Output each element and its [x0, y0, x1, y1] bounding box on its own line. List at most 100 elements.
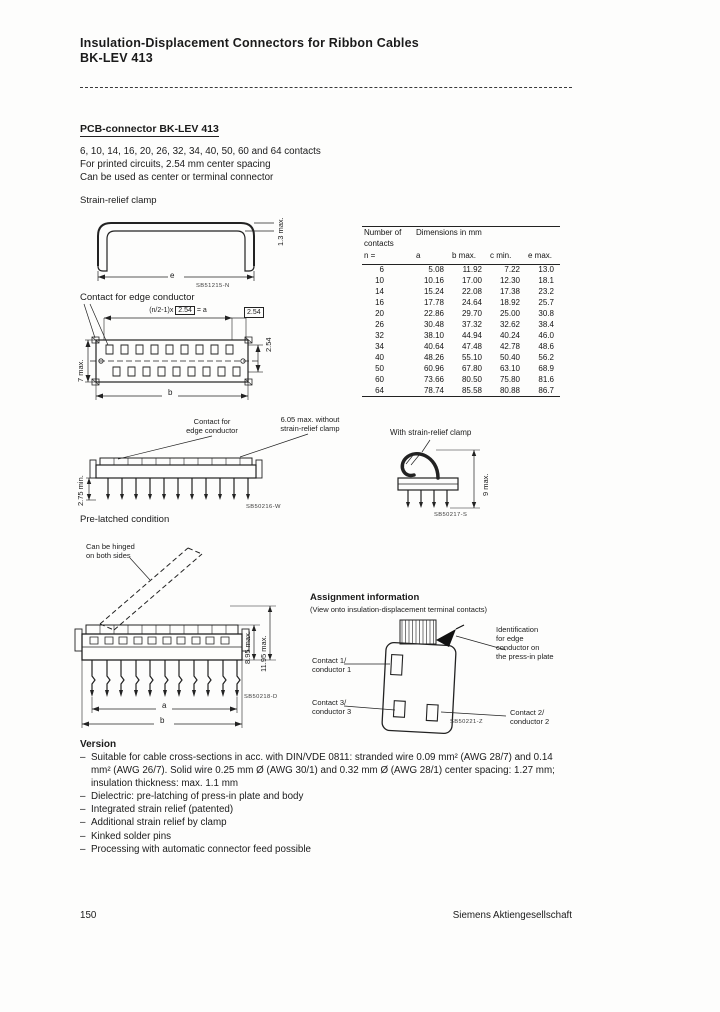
section-heading-pcb-connector: PCB-connector BK-LEV 413 [80, 119, 219, 137]
table-cell: 13.0 [538, 264, 554, 274]
table-cell: 22.08 [461, 286, 482, 296]
doc-title-line2: BK-LEV 413 [80, 51, 153, 65]
bullet-text: Dielectric: pre-latching of press-in pla… [91, 790, 304, 802]
table-cell: 15.24 [423, 286, 444, 296]
bullet-dash: – [80, 790, 86, 802]
assignment-contact1-label: Contact 1/ conductor 1 [312, 656, 352, 674]
formula-suffix: = a [196, 307, 207, 314]
table-cell: 17.00 [461, 275, 482, 285]
intro-line-circuits: For printed circuits, 2.54 mm center spa… [80, 159, 271, 170]
table-cell: 80.50 [461, 374, 482, 384]
bullet-text: Kinked solder pins [91, 830, 172, 842]
table-cell: 17.38 [499, 286, 520, 296]
table-cell: 22.86 [423, 308, 444, 318]
table-cell: 12.30 [499, 275, 520, 285]
side-view-drawing-number: SB50216-W [246, 504, 281, 510]
table-cell: 73.66 [423, 374, 444, 384]
table-cell: 7.22 [504, 264, 520, 274]
side-view-without-clamp-label: 6.05 max. without strain-relief clamp [280, 415, 340, 433]
table-cell: 68.9 [538, 363, 554, 373]
table-cell: 18.92 [499, 297, 520, 307]
prelatched-drawing-number: SB50218-D [244, 694, 278, 700]
edge-dim-width-label: b [168, 388, 173, 397]
table-cell: 50 [375, 363, 384, 373]
formula-prefix: (n/2-1)x [149, 307, 174, 314]
side-view-edge-label: Contact for edge conductor [186, 417, 238, 435]
table-cell: 23.2 [538, 286, 554, 296]
table-cell: 10.16 [423, 275, 444, 285]
assignment-heading: Assignment information [310, 592, 420, 603]
table-cell: 30.8 [538, 308, 554, 318]
version-bullet: –Suitable for cable cross-sections in ac… [80, 752, 572, 790]
intro-line-contacts: 6, 10, 14, 16, 20, 26, 32, 34, 40, 50, 6… [80, 146, 321, 157]
strain-relief-clamp-drawing [97, 222, 274, 281]
col-header-c: c min. [488, 250, 526, 265]
with-clamp-drawing-number: SB50217-S [434, 512, 468, 518]
table-cell: 37.32 [461, 319, 482, 329]
col-header-e: e max. [526, 250, 560, 265]
intro-line-usage: Can be used as center or terminal connec… [80, 172, 274, 183]
table-cell: 47.48 [461, 341, 482, 351]
table-column-header-row: n = a b max. c min. e max. [362, 250, 560, 265]
bullet-dash: – [80, 804, 86, 816]
table-cell: 80.88 [499, 385, 520, 395]
table-cell: 64 [375, 385, 384, 395]
table-cell: 30.48 [423, 319, 444, 329]
col-header-a: a [414, 250, 450, 265]
table-cell: 14 [375, 286, 384, 296]
edge-dim-height-label: 7 max. [76, 359, 85, 382]
table-cell: 34 [375, 341, 384, 351]
assignment-subheading: (View onto insulation-displacement termi… [310, 605, 488, 614]
table-cell: 26 [375, 319, 384, 329]
table-cell: 42.78 [499, 341, 520, 351]
prelatched-dim-b-label: b [160, 716, 165, 725]
bullet-dash: – [80, 817, 86, 829]
bullet-text: Additional strain relief by clamp [91, 817, 227, 829]
assignment-contact3-label: Contact 3/ conductor 3 [312, 698, 352, 716]
pcb-heading-text: PCB-connector BK-LEV 413 [80, 123, 219, 137]
bullet-dash: – [80, 752, 86, 763]
side-view-without-clamp-drawing [86, 433, 309, 501]
table-cell: 29.70 [461, 308, 482, 318]
bullet-text: Processing with automatic connector feed… [91, 844, 312, 856]
doc-header: Insulation-Displacement Connectors for R… [80, 36, 419, 66]
table-cell: 75.80 [499, 374, 520, 384]
table-cell: 85.58 [461, 385, 482, 395]
doc-title-line1: Insulation-Displacement Connectors for R… [80, 36, 419, 50]
table-cell: 5.08 [428, 264, 444, 274]
table-cell: 55.10 [461, 352, 482, 362]
bullet-text: Suitable for cable cross-sections in acc… [91, 752, 555, 789]
table-cell: 48.26 [423, 352, 444, 362]
prelatched-heading: Pre-latched condition [80, 514, 170, 525]
formula-boxed: 2.54 [175, 306, 195, 315]
table-cell: 18.1 [538, 275, 554, 285]
clamp-height-dim-label: 9 max. [481, 473, 490, 496]
table-cell: 24.64 [461, 297, 482, 307]
table-cell: 86.7 [538, 385, 554, 395]
edge-conductor-top-view-drawing [83, 303, 263, 400]
table-cell: 25.7 [538, 297, 554, 307]
table-cell: 40.24 [499, 330, 520, 340]
table-row: 64 78.74 85.58 80.88 86.7 [362, 385, 560, 396]
prelatched-dim-total-label: 11.95 max. [259, 635, 268, 672]
table-cell: 25.00 [499, 308, 520, 318]
version-bullet: –Kinked solder pins [80, 831, 572, 844]
table-cell: 46.0 [538, 330, 554, 340]
side-view-pin-dim-label: 2.75 min. [76, 475, 85, 506]
table-cell: 63.10 [499, 363, 520, 373]
table-cell: 38.10 [423, 330, 444, 340]
table-row: 14 15.24 22.08 17.38 23.2 [362, 287, 560, 298]
table-cell: 32 [375, 330, 384, 340]
table-cell: 78.74 [423, 385, 444, 395]
table-cell: 50.40 [499, 352, 520, 362]
table-cell: 17.78 [423, 297, 444, 307]
prelatched-dim-a-label: a [162, 701, 167, 710]
table-cell: 32.62 [499, 319, 520, 329]
edge-dim-row-spacing-label: 2.54 [264, 337, 273, 352]
side-view-with-clamp-drawing [397, 439, 480, 509]
